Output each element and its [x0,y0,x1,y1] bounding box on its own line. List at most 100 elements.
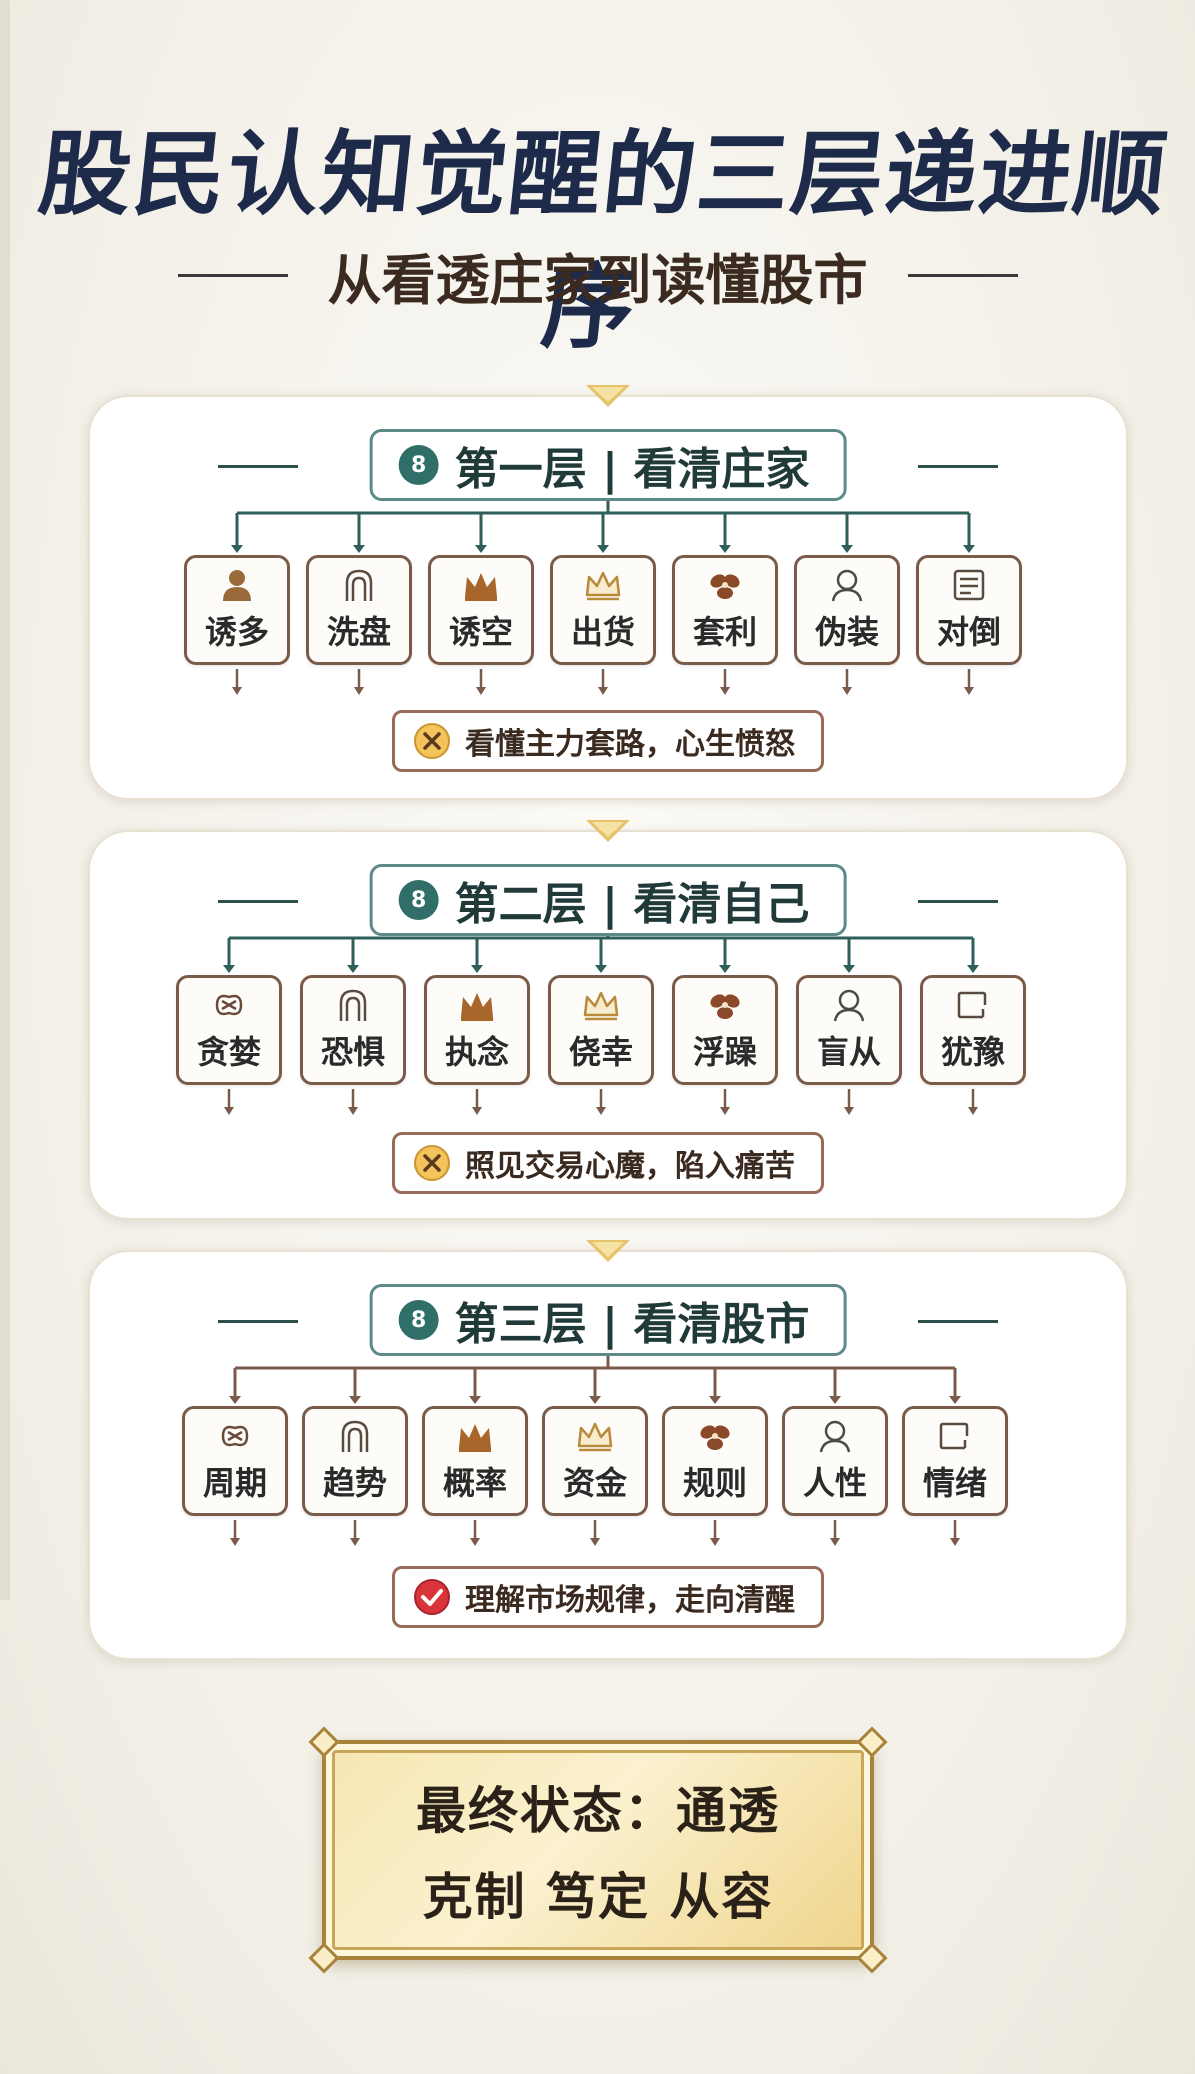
connector-arrowhead [349,1396,361,1404]
output-arrowhead [720,687,730,695]
level-badge-icon: 8 [398,880,439,920]
concept-node: 贪婪 [176,975,282,1085]
concept-node-label: 恐惧 [320,1033,385,1071]
connector-arrowhead [843,965,855,973]
concept-node: 概率 [422,1406,528,1516]
user-outline-icon [827,567,867,603]
connector-arrowhead [353,545,365,553]
panel-top-arrow-icon [586,820,630,842]
clover-icon [705,567,745,603]
concept-node-label: 侥幸 [568,1033,633,1071]
concept-node: 浮躁 [672,975,778,1085]
connector-arrowhead [229,1396,241,1404]
concept-node: 对倒 [916,555,1022,665]
concept-node-label: 情绪 [922,1464,987,1502]
output-arrowhead [230,1538,240,1546]
concept-node: 侥幸 [548,975,654,1085]
connector-arrowhead [223,965,235,973]
concept-node-label: 贪婪 [196,1033,261,1071]
crown-filled-icon [455,1418,495,1454]
output-arrowhead [596,1107,606,1115]
connector-arrowhead [719,965,731,973]
level-badge-icon: 8 [398,1300,439,1340]
output-arrowhead [950,1538,960,1546]
concept-node-label: 伪装 [814,613,879,651]
concept-node: 诱空 [428,555,534,665]
concept-node: 周期 [182,1406,288,1516]
level-3-result-text: 理解市场规律，走向清醒 [465,1583,795,1618]
cross-circle-icon [414,723,450,759]
concept-node-label: 趋势 [322,1464,387,1502]
level-3-panel: 8 第三层 | 看清股市 周期趋势概率资金规则人性情绪 理解市场规律，走向清醒 [88,1240,1128,1660]
concept-node-label: 人性 [802,1464,867,1502]
concept-node-label: 盲从 [816,1033,881,1071]
output-arrowhead [964,687,974,695]
crown-filled-icon [457,987,497,1023]
level-1-panel: 8 第一层 | 看清庄家 诱多 洗盘 诱空 出货 套利 伪装对倒 看懂主力套路，心生愤怒 [88,385,1128,800]
connector-arrowhead [595,965,607,973]
header-right-line [918,900,998,903]
output-arrowhead [232,687,242,695]
corner-ornament [308,1942,340,1974]
concept-node-label: 概率 [442,1464,507,1502]
output-arrowhead [348,1107,358,1115]
connector-arrowhead [347,965,359,973]
main-title: 股民认知觉醒的三层递进顺序 [34,120,1174,361]
concept-node-label: 资金 [562,1464,627,1502]
header-right-line [918,1320,998,1323]
person-icon [217,567,257,603]
subtitle: 从看透庄家到读懂股市 [327,248,868,312]
concept-node: 洗盘 [306,555,412,665]
crown-filled-icon [461,567,501,603]
concept-node-label: 规则 [682,1464,747,1502]
header-left-line [218,465,298,468]
connector-arrowhead [475,545,487,553]
concept-node: 犹豫 [920,975,1026,1085]
concept-node: 诱多 [184,555,290,665]
output-arrowhead [476,687,486,695]
crown-outline-icon [581,987,621,1023]
level-1-result: 看懂主力套路，心生愤怒 [392,710,824,772]
output-arrowhead [830,1538,840,1546]
level-2-result-text: 照见交易心魔，陷入痛苦 [465,1149,795,1184]
connector-arrowhead [949,1396,961,1404]
concept-node-label: 出货 [570,613,635,651]
connector-arrowhead [597,545,609,553]
final-state-line-2: 克制 笃定 从容 [422,1868,774,1926]
connector-arrowhead [963,545,975,553]
level-2-header: 8 第二层 | 看清自己 [369,864,847,936]
concept-node: 出货 [550,555,656,665]
header-left-line [218,1320,298,1323]
concept-node: 趋势 [302,1406,408,1516]
panel-top-arrow-icon [586,385,630,407]
header-right-line [918,465,998,468]
connector-arrowhead [589,1396,601,1404]
level-1-title: 第一层 | 看清庄家 [454,444,810,495]
level-2-panel: 8 第二层 | 看清自己 贪婪恐惧执念侥幸浮躁盲从犹豫 照见交易心魔，陷入痛苦 [88,820,1128,1220]
output-arrowhead [598,687,608,695]
output-arrowhead [720,1107,730,1115]
output-arrowhead [590,1538,600,1546]
connector-arrowhead [829,1396,841,1404]
connector-arrowhead [471,965,483,973]
level-badge-icon: 8 [398,445,439,485]
panel-top-arrow-icon [586,1240,630,1262]
concept-node-label: 犹豫 [940,1033,1005,1071]
connector-arrowhead [719,545,731,553]
knot-icon [209,987,249,1023]
concept-node-label: 诱多 [204,613,269,651]
user-outline-icon [829,987,869,1023]
subtitle-right-line [907,273,1018,277]
connector-arrowhead [469,1396,481,1404]
corner-ornament [856,1726,888,1758]
concept-node-label: 诱空 [448,613,513,651]
output-arrowhead [470,1538,480,1546]
document-icon [949,567,989,603]
concept-node-label: 套利 [692,613,757,651]
concept-node-label: 洗盘 [326,613,391,651]
output-arrowhead [224,1107,234,1115]
level-2-title: 第二层 | 看清自己 [454,879,810,930]
output-arrowhead [350,1538,360,1546]
arch-icon [339,567,379,603]
